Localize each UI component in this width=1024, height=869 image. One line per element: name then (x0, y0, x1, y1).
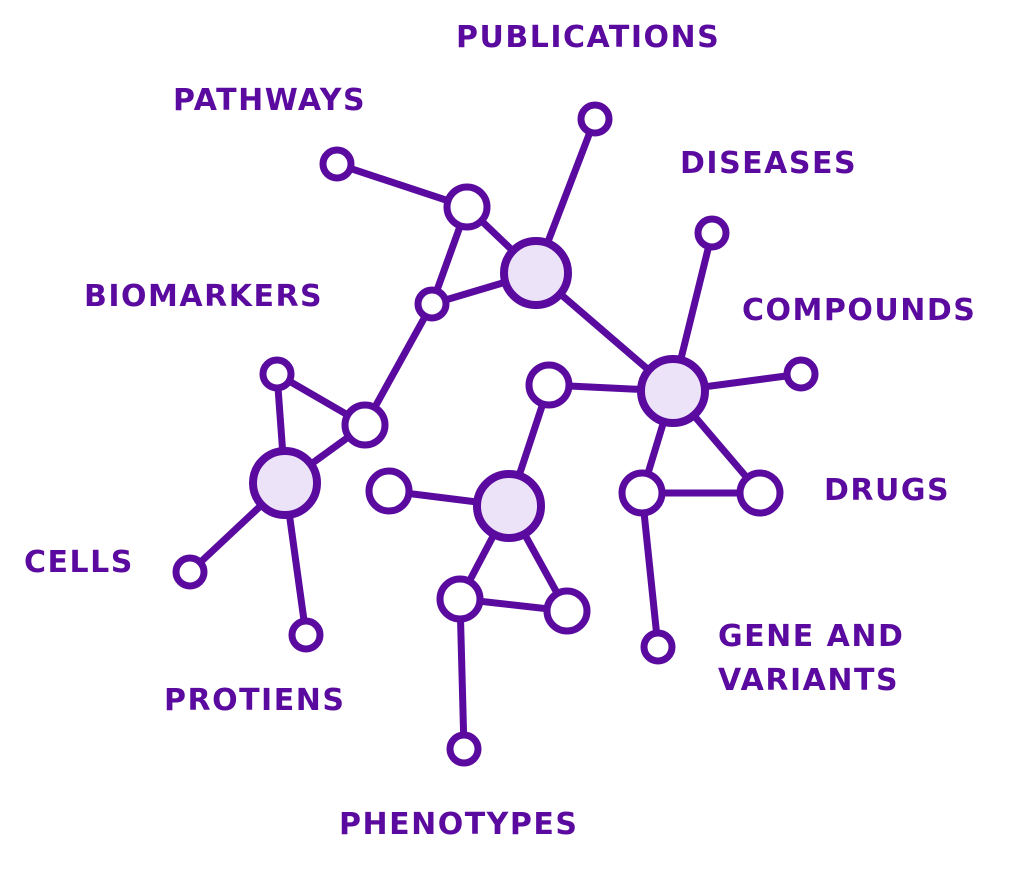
label-pathways: PATHWAYS (173, 83, 367, 118)
hub-node-icon (500, 237, 572, 309)
label-phenotypes: PHENOTYPES (339, 807, 579, 842)
label-gene-and-variants-line2: VARIANTS (718, 663, 900, 698)
graph-node-icon (319, 146, 355, 182)
graph-node-icon (341, 401, 389, 449)
label-biomarkers: BIOMARKERS (84, 279, 324, 314)
graph-node-icon (446, 731, 482, 767)
graph-node-icon (172, 554, 208, 590)
graph-node-icon (288, 617, 324, 653)
label-diseases: DISEASES (680, 146, 858, 181)
graph-node-icon (783, 356, 819, 392)
label-cells: CELLS (24, 545, 134, 580)
graph-node-icon (443, 183, 491, 231)
graph-node-icon (365, 467, 413, 515)
hub-node-icon (473, 470, 545, 542)
graph-node-icon (577, 101, 613, 137)
label-compounds: COMPOUNDS (742, 293, 977, 328)
label-gene-and-variants-line1: GENE AND (718, 619, 905, 654)
graph-nodes (172, 101, 819, 767)
graph-node-icon (543, 587, 591, 635)
graph-node-icon (640, 629, 676, 665)
graph-node-icon (414, 286, 450, 322)
graph-node-icon (736, 469, 784, 517)
graph-edge (638, 492, 662, 648)
hub-node-icon (637, 355, 709, 427)
graph-edge (456, 598, 468, 750)
graph-node-icon (694, 215, 730, 251)
label-drugs: DRUGS (824, 473, 951, 508)
graph-node-icon (618, 469, 666, 517)
label-publications: PUBLICATIONS (456, 20, 721, 55)
graph-node-icon (525, 361, 573, 409)
hub-node-icon (249, 447, 321, 519)
graph-node-icon (259, 356, 295, 392)
graph-node-icon (436, 575, 484, 623)
graph-edges (187, 117, 802, 750)
label-protiens: PROTIENS (164, 683, 346, 718)
